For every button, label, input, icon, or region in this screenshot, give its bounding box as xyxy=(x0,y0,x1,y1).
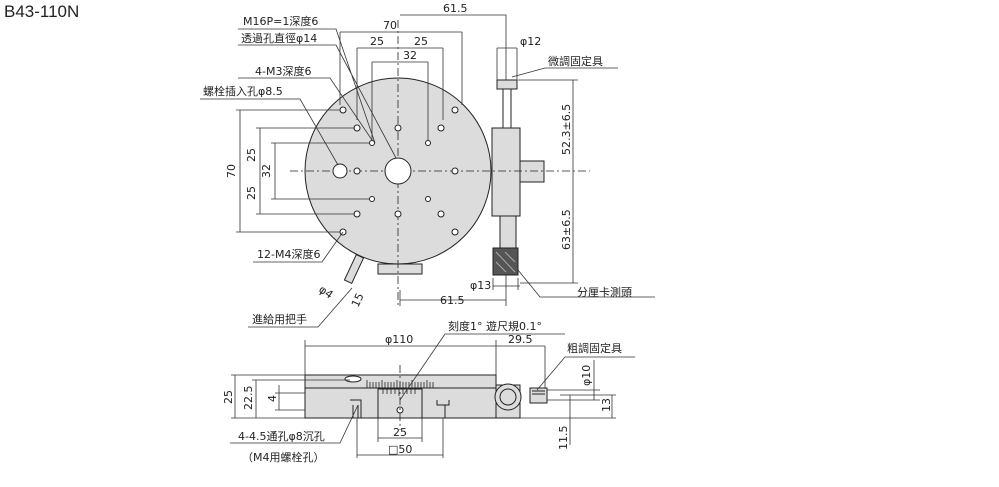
dim-22-5: 22.5 xyxy=(242,386,255,411)
m4-label: 12-M4深度6 xyxy=(257,247,320,261)
scale-plate xyxy=(377,263,423,275)
top-view: M16P=1深度6 透過孔直徑φ14 4-M3深度6 螺栓插入孔φ8.5 12-… xyxy=(200,2,655,328)
bolt-hole-label: 螺栓插入孔φ8.5 xyxy=(203,84,283,98)
coarse-lock-knob xyxy=(519,160,545,183)
m3-label: 4-M3深度6 xyxy=(255,64,311,78)
dim-61-5-top: 61.5 xyxy=(443,2,468,15)
dim-25-height: 25 xyxy=(222,390,235,404)
dim-phi13: φ13 xyxy=(470,279,491,292)
dim-11-5: 11.5 xyxy=(557,426,570,451)
m4-bolt-label: （M4用螺栓孔） xyxy=(242,450,325,464)
dim-25-width: 25 xyxy=(393,426,407,439)
fine-lock-knob xyxy=(496,79,518,90)
model-title: B43-110N xyxy=(4,2,80,21)
dim-29-5: 29.5 xyxy=(508,333,533,346)
dim-phi10: φ10 xyxy=(580,365,593,386)
dim-25-l2: 25 xyxy=(245,186,258,200)
dim-52-3: 52.3±6.5 xyxy=(560,104,573,155)
fine-lock-label: 微調固定具 xyxy=(548,54,603,68)
feed-handle-label: 進給用把手 xyxy=(252,312,307,326)
dim-70-left: 70 xyxy=(225,164,238,178)
side-view: 刻度1° 遊尺規0.1° 粗調固定具 4-4.5通孔φ8沉孔 （M4用螺栓孔） … xyxy=(222,319,635,464)
feed-handle xyxy=(343,253,365,285)
micrometer-housing xyxy=(491,127,521,217)
handle-tip xyxy=(344,375,362,383)
micrometer-barrel xyxy=(499,215,517,249)
coarse-lock-label: 粗調固定具 xyxy=(567,341,622,355)
micrometer-label: 分厘卡測頭 xyxy=(577,285,632,299)
coarse-lock-knob-side xyxy=(529,387,548,404)
m4-holes xyxy=(339,106,459,236)
dim-square-50: □50 xyxy=(388,443,412,456)
dim-phi110: φ110 xyxy=(385,333,413,346)
dim-phi12: φ12 xyxy=(520,35,541,48)
dim-61-5-bottom: 61.5 xyxy=(440,294,465,307)
counterbore-label: 4-4.5通孔φ8沉孔 xyxy=(238,430,325,443)
m16-label: M16P=1深度6 xyxy=(243,14,318,28)
dim-13: 13 xyxy=(600,398,613,412)
dim-25-l1: 25 xyxy=(245,148,258,162)
dim-25-right: 25 xyxy=(414,35,428,48)
side-knob xyxy=(494,383,522,411)
dim-32-left: 32 xyxy=(260,164,273,178)
dim-70-top: 70 xyxy=(383,19,397,32)
dim-phi4: φ4 xyxy=(316,283,335,302)
dim-25-left: 25 xyxy=(370,35,384,48)
through-hole-label: 透過孔直徑φ14 xyxy=(241,31,317,45)
dim-15: 15 xyxy=(349,291,367,309)
dim-4: 4 xyxy=(266,395,279,402)
bolt-insertion-hole xyxy=(332,163,348,179)
angle-scale xyxy=(366,380,434,396)
center-through-hole xyxy=(384,157,412,185)
scale-label: 刻度1° 遊尺規0.1° xyxy=(448,319,542,333)
dim-32-top: 32 xyxy=(403,49,417,62)
dim-63: 63±6.5 xyxy=(560,209,573,250)
